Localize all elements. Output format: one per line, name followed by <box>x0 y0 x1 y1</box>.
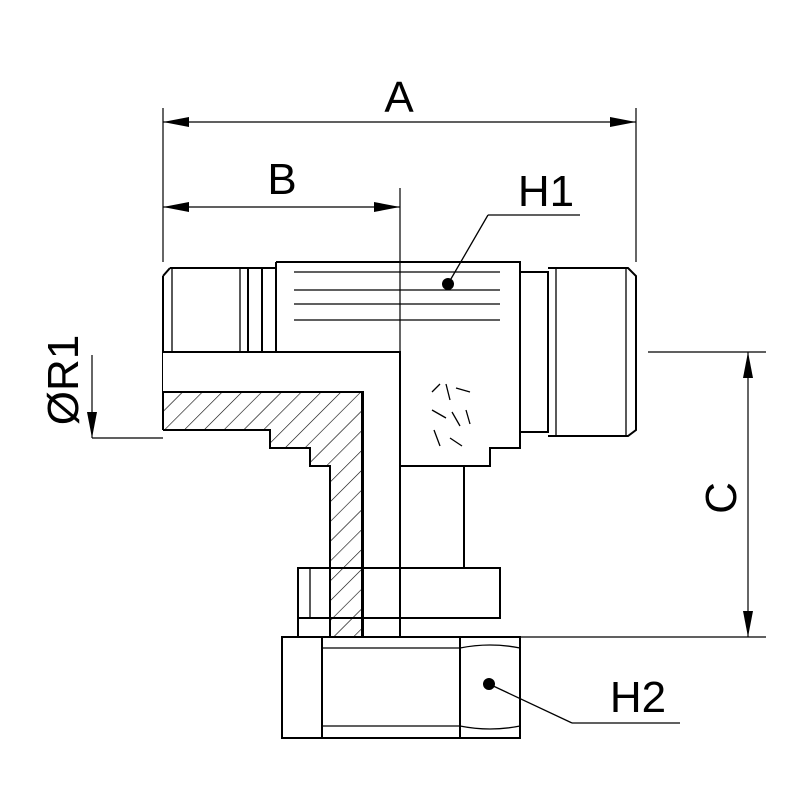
section-cut <box>163 351 401 638</box>
leader-h2: H2 <box>483 673 680 724</box>
vertical-neck <box>400 465 465 568</box>
hex-nut <box>281 636 521 739</box>
dimension-a-label: A <box>384 73 414 122</box>
dimension-b: B <box>163 155 401 450</box>
leader-h1: H1 <box>442 167 580 290</box>
center-body <box>276 261 548 467</box>
dimension-a: A <box>162 73 637 262</box>
leader-h2-label: H2 <box>610 673 666 722</box>
dimension-r1: ØR1 <box>39 335 163 439</box>
right-threaded-end <box>520 267 637 437</box>
dimension-r1-label: ØR1 <box>39 335 88 425</box>
dimension-b-label: B <box>267 155 296 204</box>
dimension-c-label: C <box>697 482 746 514</box>
dimension-c: C <box>520 351 766 638</box>
fitting-body <box>162 261 637 739</box>
leader-h1-label: H1 <box>518 167 574 216</box>
